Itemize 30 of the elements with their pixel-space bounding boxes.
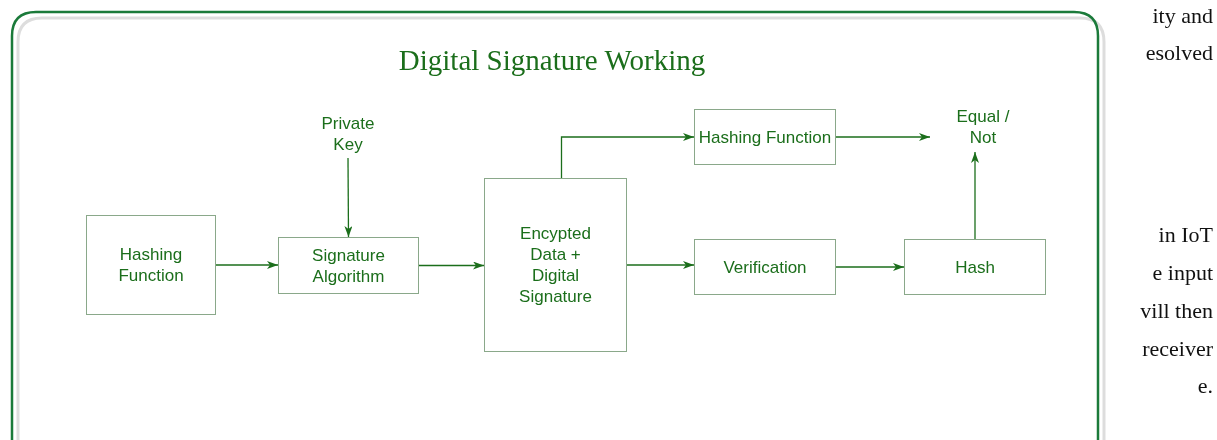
box-label: Hash <box>955 256 995 278</box>
text-fragment: ity and <box>1152 3 1213 29</box>
arrow <box>835 263 905 271</box>
arrow <box>215 261 279 269</box>
process-box <box>278 237 419 294</box>
process-box <box>694 239 836 295</box>
arrow <box>971 151 979 240</box>
text-fragment: e input <box>1152 260 1213 286</box>
box-label: Signature Algorithm <box>311 244 386 287</box>
box-label: Verification <box>723 256 807 278</box>
text-fragment: esolved <box>1145 40 1213 66</box>
text-fragment: vill then <box>1140 298 1213 324</box>
box-label: Hashing Function <box>698 126 832 148</box>
text-fragment: in IoT <box>1158 222 1213 248</box>
node-label: Private Key <box>305 110 391 158</box>
arrow <box>560 133 695 179</box>
text-fragment: e. <box>1197 373 1213 399</box>
process-box <box>86 215 216 315</box>
process-box <box>904 239 1046 295</box>
text-fragment: receiver <box>1142 336 1213 362</box>
arrow <box>626 261 695 269</box>
process-box <box>694 109 836 165</box>
box-label: Encypted Data + Digital Signature <box>518 223 593 307</box>
arrow <box>344 157 353 238</box>
arrow <box>418 261 485 270</box>
box-label: Hashing Function <box>117 244 185 286</box>
arrow <box>835 133 931 141</box>
process-box <box>484 178 627 352</box>
diagram-title: Digital Signature Working <box>397 44 707 77</box>
node-label: Equal / Not <box>930 104 1036 150</box>
